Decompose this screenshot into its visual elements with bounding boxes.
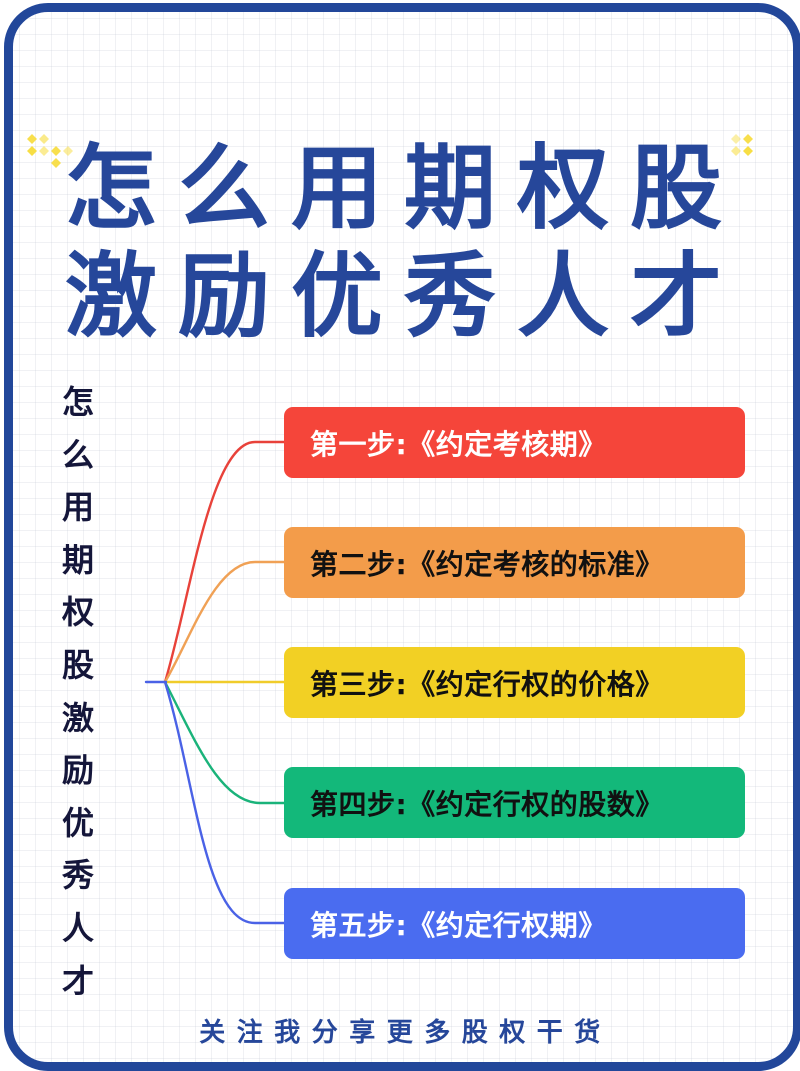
root-char: 人 xyxy=(61,908,94,947)
page-title-line-1: 怎么用期权股 xyxy=(65,135,744,242)
branch-line-1 xyxy=(163,440,286,684)
root-char: 怎 xyxy=(61,383,94,421)
sparkle-icon xyxy=(27,134,73,168)
step-4-label: 第四步:《约定行权的股数》 xyxy=(310,787,664,821)
step-3-label: 第三步:《约定行权的价格》 xyxy=(310,667,664,701)
root-char: 股 xyxy=(61,645,94,684)
root-char: 权 xyxy=(61,593,94,632)
step-1-node: 第一步:《约定考核期》 xyxy=(284,407,745,478)
step-5-label: 第五步:《约定行权期》 xyxy=(310,908,607,942)
root-char: 励 xyxy=(61,751,94,790)
root-char: 激 xyxy=(61,698,94,737)
step-2-node: 第二步:《约定考核的标准》 xyxy=(284,527,745,598)
branch-line-2 xyxy=(163,560,286,684)
mindmap-root-label: 怎 么 用 期 权 股 激 励 优 秀 人 才 xyxy=(58,376,98,1007)
branch-line-5 xyxy=(163,680,286,925)
branch-line-4 xyxy=(163,680,286,805)
root-char: 才 xyxy=(61,961,94,1000)
root-char: 用 xyxy=(61,488,94,527)
footer-cta: 关注我分享更多股权干货 xyxy=(199,1018,612,1048)
step-4-node: 第四步:《约定行权的股数》 xyxy=(284,767,745,838)
root-char: 优 xyxy=(61,803,94,842)
step-1-label: 第一步:《约定考核期》 xyxy=(310,427,607,461)
step-5-node: 第五步:《约定行权期》 xyxy=(284,888,745,959)
step-3-node: 第三步:《约定行权的价格》 xyxy=(284,647,745,718)
root-char: 秀 xyxy=(61,856,94,895)
root-char: 期 xyxy=(61,540,94,579)
page-title-line-2: 激励优秀人才 xyxy=(65,243,744,350)
sparkle-icon xyxy=(731,134,753,156)
root-char: 么 xyxy=(61,435,94,474)
step-2-label: 第二步:《约定考核的标准》 xyxy=(310,547,664,581)
